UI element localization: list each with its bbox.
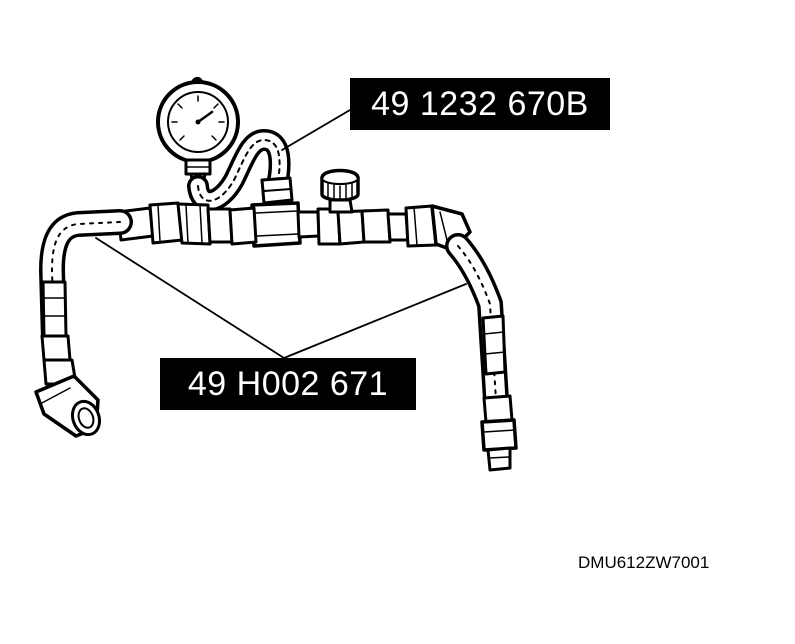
figure-code: DMU612ZW7001 [578, 553, 710, 572]
fitting-chain [116, 201, 438, 248]
left-hose [39, 209, 133, 386]
gauge-hose [187, 129, 294, 212]
valve-knob [320, 168, 360, 214]
right-hose [445, 233, 509, 413]
gauge-part-number-label: 49 1232 670B [350, 78, 610, 130]
tee-fitting [250, 201, 302, 248]
right-end-fitting [480, 394, 518, 472]
left-end-fitting [34, 374, 102, 438]
leader-lines [95, 109, 467, 359]
hose-part-number-label: 49 H002 671 [160, 358, 416, 410]
pressure-gauge [156, 77, 240, 186]
